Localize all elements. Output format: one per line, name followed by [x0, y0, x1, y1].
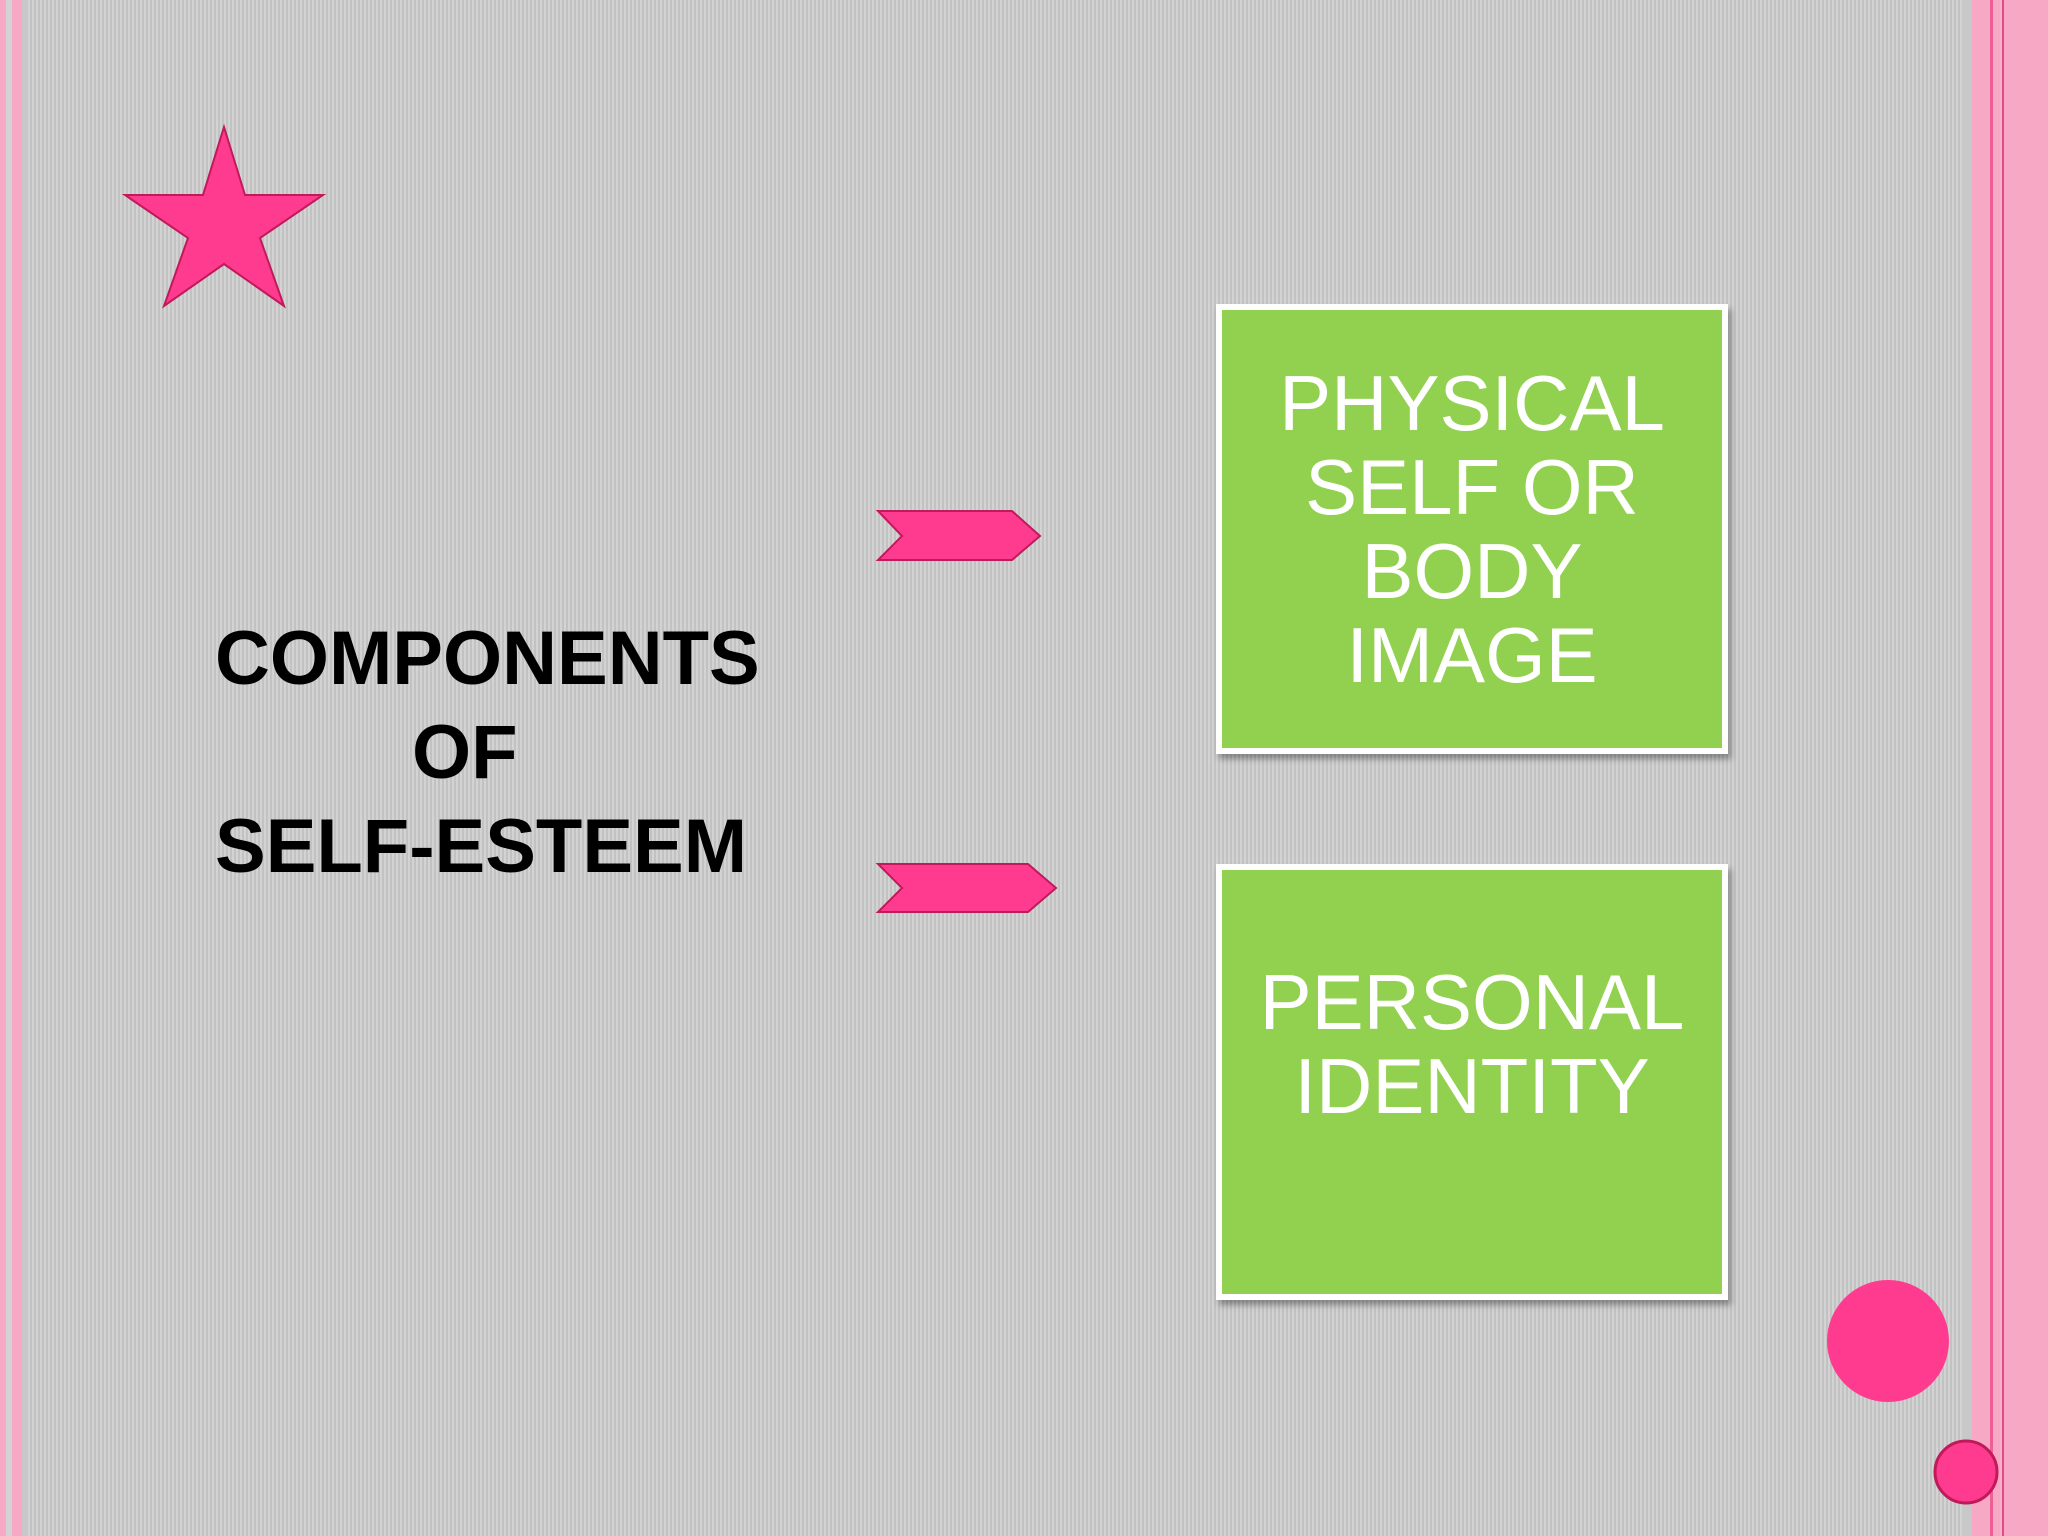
component-text: PHYSICAL — [1279, 359, 1665, 447]
component-text: SELF OR — [1305, 443, 1639, 531]
small-circle-decoration — [1933, 1439, 1999, 1505]
component-text: IMAGE — [1346, 611, 1598, 699]
chevron-arrow-icon-top — [875, 510, 1042, 561]
component-text: IDENTITY — [1294, 1042, 1650, 1130]
title-line-2: OF — [412, 710, 518, 795]
right-pink-border — [1962, 0, 2048, 1536]
component-box-personal-identity: PERSONAL IDENTITY — [1216, 864, 1728, 1300]
star-icon — [121, 123, 327, 309]
chevron-arrow-icon-bottom — [875, 863, 1058, 913]
diagram-title: COMPONENTS OF SELF-ESTEEM — [150, 612, 850, 894]
component-text: PERSONAL — [1259, 958, 1685, 1046]
left-pink-border — [0, 0, 28, 1536]
title-line-1: COMPONENTS — [215, 616, 760, 701]
component-box-physical-self: PHYSICAL SELF OR BODY IMAGE — [1216, 304, 1728, 754]
large-circle-decoration — [1827, 1280, 1949, 1402]
component-text: BODY — [1361, 527, 1583, 615]
title-line-3: SELF-ESTEEM — [215, 804, 748, 889]
